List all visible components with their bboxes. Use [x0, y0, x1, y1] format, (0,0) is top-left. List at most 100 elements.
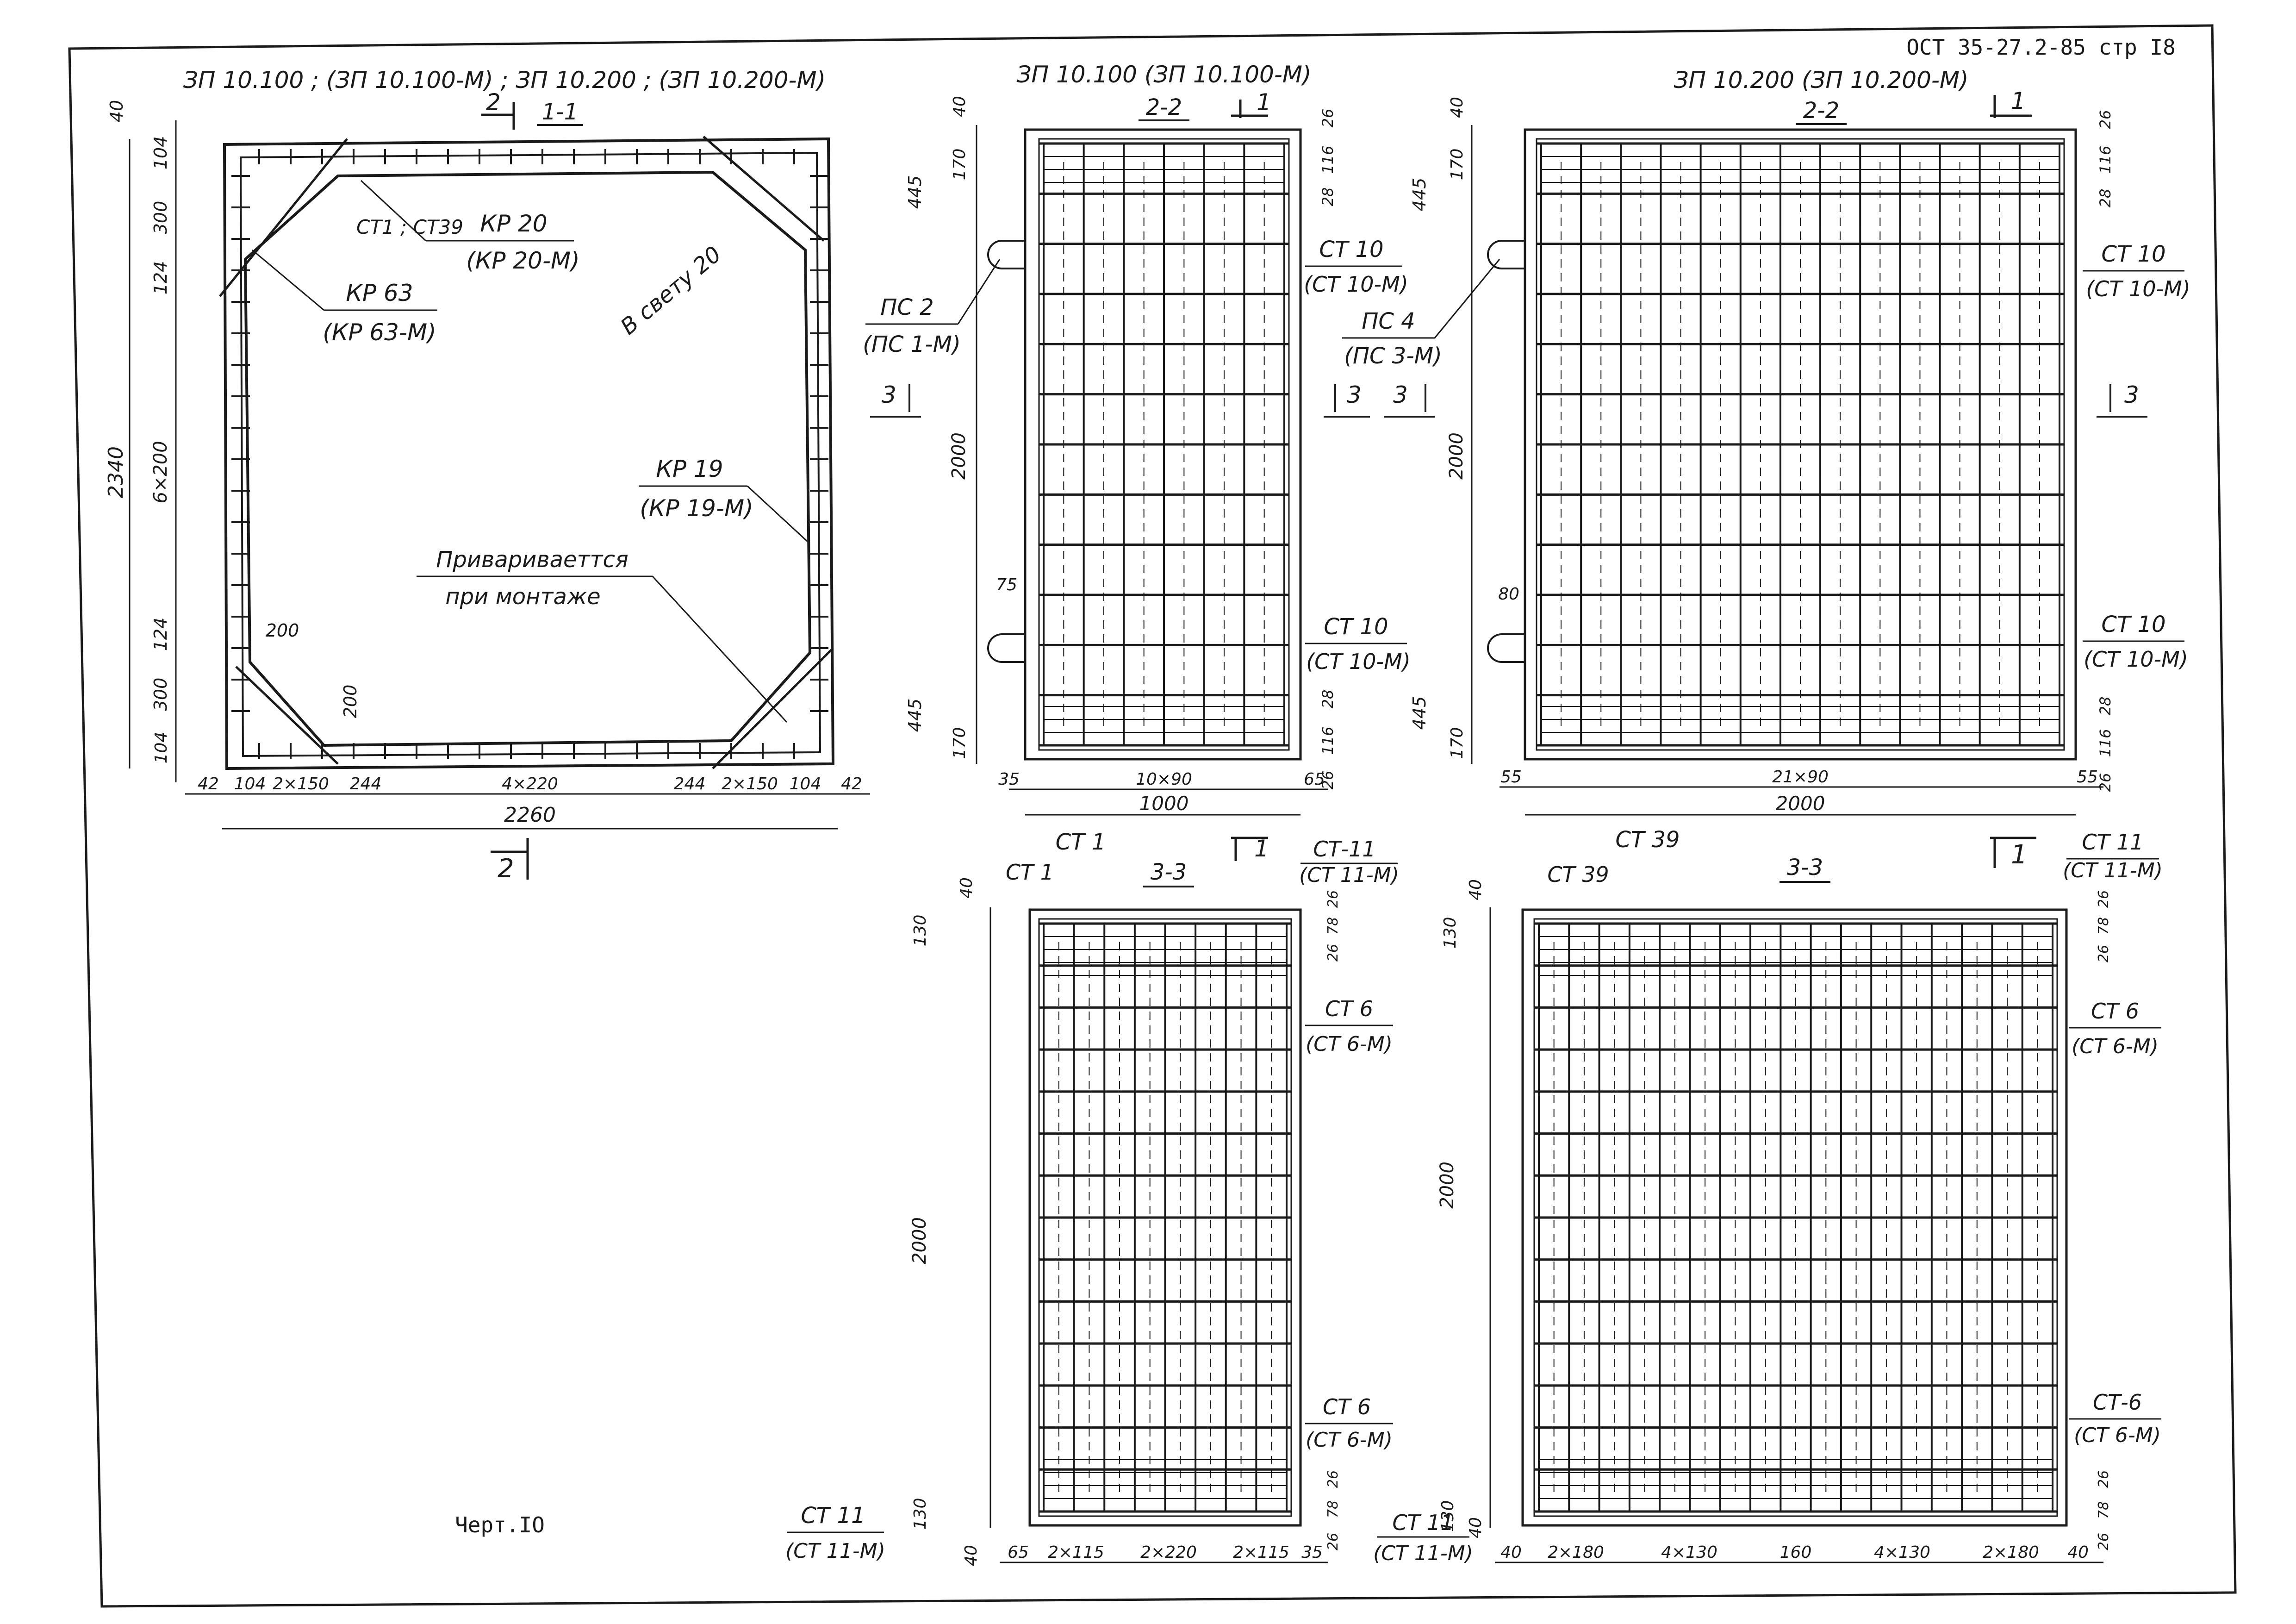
p2-bdim-10x90: 10×90	[1136, 770, 1192, 789]
p4-rdim-78a: 78	[1325, 917, 1341, 935]
p2-cut-mark-3-right: 3	[1324, 381, 1370, 418]
dim-left-2340: 2340	[104, 446, 128, 498]
panel2-cut-mark-1: 1	[1231, 89, 1271, 118]
p4-label-st6a: СТ 6	[1325, 996, 1373, 1021]
p5-label-st6a: СТ 6	[2091, 999, 2139, 1024]
p3-label-st10ma: (СТ 10-М)	[2086, 276, 2190, 301]
p4-bdim-2x220: 2×220	[1140, 1543, 1197, 1562]
p3-cut-mark-3-left: 3	[1384, 381, 1435, 418]
p3-label-pc4: ПС 4	[1362, 308, 1415, 334]
drawing-number: Черт.IO	[455, 1512, 545, 1537]
p5-dim-40a: 40	[1466, 879, 1485, 900]
panel1-header: ЗП 10.100 ; (ЗП 10.100-М) ; ЗП 10.200 ; …	[183, 67, 826, 94]
p2-dim-445a: 445	[905, 175, 925, 209]
p5-bdim-2x180a: 2×180	[1548, 1543, 1604, 1562]
svg-text:3: 3	[1347, 381, 1362, 408]
dim-bottom-244b: 244	[674, 775, 706, 793]
panel3-rebar-grid	[1537, 142, 2064, 747]
dim-200-horizontal: 200	[266, 620, 299, 641]
p3-cut-mark-3-right: 3	[2097, 381, 2147, 418]
p3-bdim-55a: 55	[1500, 768, 1522, 787]
p2-rdim-28b: 28	[1319, 690, 1337, 709]
svg-text:3: 3	[1393, 381, 1408, 408]
dim-bottom-42a: 42	[198, 775, 219, 793]
dim-left-40: 40	[106, 100, 127, 122]
label-kp20m: (КР 20-М)	[466, 247, 579, 274]
p4-dim-40a: 40	[957, 877, 976, 899]
p5-dim-40b: 40	[1466, 1517, 1485, 1538]
svg-text:2: 2	[486, 89, 501, 116]
section-2-2-large: ЗП 10.200 (ЗП 10.200-М) 2-2 1 ПС 4 (ПС 3…	[1342, 67, 2190, 870]
dim-left-300b: 300	[150, 678, 171, 712]
panel2-header: ЗП 10.100 (ЗП 10.100-М)	[1016, 61, 1311, 88]
p3-dim-170b: 170	[1448, 727, 1467, 759]
p4-label-st11m: (СТ 11-М)	[1299, 863, 1399, 887]
p5-bdim-40b: 40	[2067, 1543, 2089, 1562]
p2-rdim-26b: 26	[1319, 771, 1337, 790]
p5-label-st6b: СТ-6	[2093, 1390, 2142, 1415]
label-st1-st39: СТ1 ; СТ39	[356, 216, 463, 238]
p2-label-st10ma: (СТ 10-М)	[1304, 272, 1408, 297]
p4-bdim-2x115a: 2×115	[1048, 1543, 1104, 1562]
p3-label-st10a: СТ 10	[2101, 241, 2165, 267]
panel3-header: ЗП 10.200 (ЗП 10.200-М)	[1674, 67, 1968, 94]
cut-mark-2-bottom: 2	[491, 838, 529, 884]
p2-bdim-35: 35	[998, 770, 1020, 789]
p2-label-st10mb: (СТ 10-М)	[1306, 649, 1411, 674]
p3-dim-80: 80	[1498, 585, 1519, 604]
section-1-1-label: 1-1	[542, 99, 578, 125]
p2-label-st1: СТ 1	[1056, 829, 1106, 855]
p5-bdim-40a: 40	[1500, 1543, 1522, 1562]
p3-label-pc3m: (ПС 3-М)	[1344, 343, 1442, 369]
svg-text:1: 1	[2011, 87, 2026, 114]
p3-dim-445a: 445	[1409, 178, 1430, 212]
p3-bdim-2000: 2000	[1776, 792, 1825, 815]
p2-label-pc1m: (ПС 1-М)	[863, 331, 961, 357]
p3-dim-2000: 2000	[1446, 432, 1467, 480]
p5-label-st11b: СТ 11	[1392, 1510, 1454, 1535]
stamp-text: ОСТ 35-27.2-85 стр I8	[1906, 35, 2176, 60]
p3-bdim-55b: 55	[2077, 768, 2098, 787]
p5-bdim-4x130a: 4×130	[1661, 1543, 1717, 1562]
p3-rdim-116a: 116	[2097, 145, 2114, 174]
p3-label-st10b: СТ 10	[2101, 612, 2165, 637]
panel4-rebar-grid	[1039, 922, 1291, 1513]
p4-rdim-78b: 78	[1325, 1500, 1341, 1518]
p2-dim-2000: 2000	[948, 432, 970, 480]
panel5-rebar-grid	[1534, 922, 2057, 1513]
p4-label-st6mb: (СТ 6-М)	[1306, 1428, 1393, 1452]
dim-left-124: 124	[150, 261, 171, 295]
p3-dim-170a: 170	[1448, 149, 1467, 181]
section-3-3-small: 3-3 СТ 1 СТ-11 (СТ 11-М) СТ 6 (СТ 6-М) С…	[785, 837, 1399, 1566]
p4-rdim-26d: 26	[1325, 1533, 1341, 1550]
p5-label-st11: СТ 11	[2082, 830, 2143, 855]
p2-dim-75: 75	[996, 575, 1017, 594]
p4-label-st6ma: (СТ 6-М)	[1306, 1032, 1393, 1056]
p5-dim-130b: 130	[1438, 1500, 1457, 1532]
dim-bottom-2x150b: 2×150	[722, 775, 778, 793]
panel3-cut-mark-1: 1	[1990, 87, 2032, 118]
dim-200-vertical: 200	[340, 685, 361, 718]
dim-bottom-4x220: 4×220	[502, 775, 558, 793]
svg-text:3: 3	[882, 381, 896, 408]
p4-dim-130a: 130	[911, 915, 930, 947]
label-weld-2: при монтаже	[445, 584, 600, 610]
p4-label-st1: СТ 1	[1006, 860, 1054, 885]
p3-label-st10mb: (СТ 10-М)	[2084, 647, 2188, 672]
svg-text:1: 1	[1254, 835, 1269, 862]
p4-rdim-26b: 26	[1325, 944, 1341, 962]
p4-bdim-65: 65	[1008, 1543, 1029, 1562]
section-1-1: ЗП 10.100 ; (ЗП 10.100-М) ; ЗП 10.200 ; …	[104, 67, 870, 884]
p2-dim-445b: 445	[905, 699, 925, 732]
p5-rdim-78a: 78	[2096, 917, 2112, 935]
svg-text:3: 3	[2124, 381, 2139, 408]
p2-label-st10a: СТ 10	[1319, 237, 1383, 262]
p3-rdim-28b: 28	[2097, 697, 2114, 716]
p4-bdim-2x115b: 2×115	[1233, 1543, 1289, 1562]
p5-rdim-26c: 26	[2096, 1470, 2112, 1488]
p5-bdim-2x180b: 2×180	[1983, 1543, 2039, 1562]
p5-rdim-78b: 78	[2096, 1501, 2112, 1519]
p4-label-st6b: СТ 6	[1323, 1394, 1371, 1419]
dim-left-124b: 124	[150, 618, 171, 651]
dim-bottom-104a: 104	[234, 775, 266, 793]
